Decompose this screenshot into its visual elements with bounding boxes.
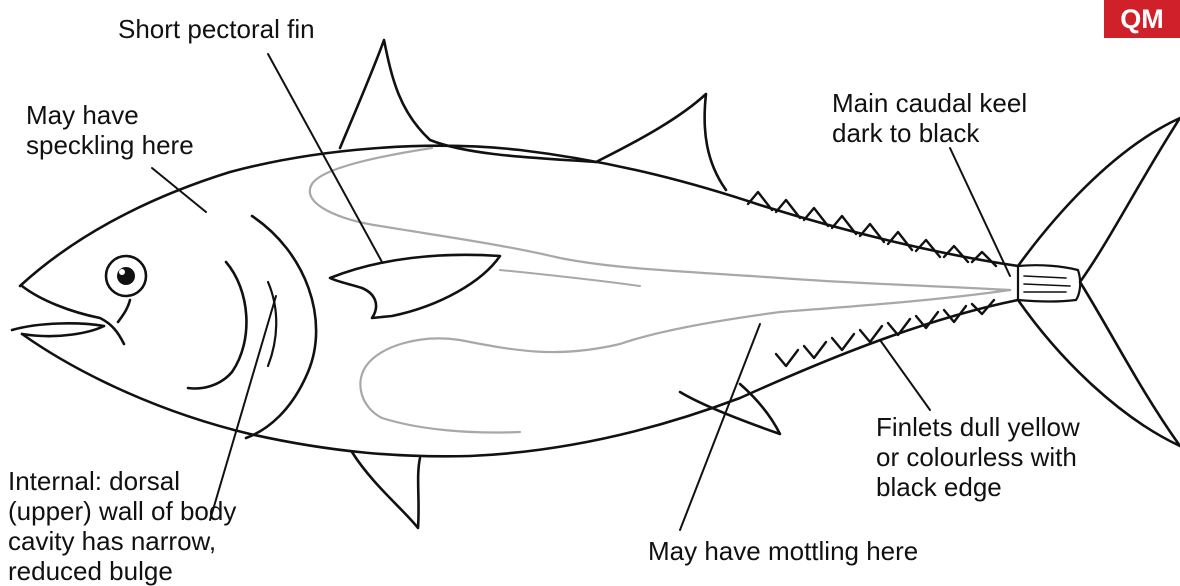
body-cavity-mid [500, 270, 640, 286]
label-caudal-keel: Main caudal keel dark to black [832, 88, 1027, 148]
leader-finlets [880, 340, 930, 410]
label-mottling: May have mottling here [648, 536, 918, 566]
opercle [246, 216, 316, 438]
first-dorsal-fin [340, 40, 596, 162]
label-speckling: May have speckling here [26, 100, 194, 160]
upper-body-outline [20, 146, 1018, 286]
eye-highlight [119, 269, 125, 275]
preopercle [188, 262, 246, 388]
body-cavity-upper [310, 148, 1010, 290]
leader-speckling [152, 168, 206, 212]
mouth [12, 286, 130, 344]
pectoral-fin [330, 255, 500, 318]
label-finlets: Finlets dull yellow or colourless with b… [876, 412, 1080, 502]
opercle-inner [268, 282, 276, 366]
leader-mottling [680, 324, 760, 530]
qm-badge: QM [1104, 0, 1180, 38]
caudal-fin [1018, 118, 1180, 446]
label-internal-body-cavity: Internal: dorsal (upper) wall of body ca… [8, 466, 236, 586]
anal-fin [680, 384, 780, 434]
label-short-pectoral-fin: Short pectoral fin [118, 14, 315, 44]
pupil [117, 267, 135, 285]
caudal-keel-lines [1024, 276, 1070, 292]
pelvic-fin [352, 452, 420, 528]
